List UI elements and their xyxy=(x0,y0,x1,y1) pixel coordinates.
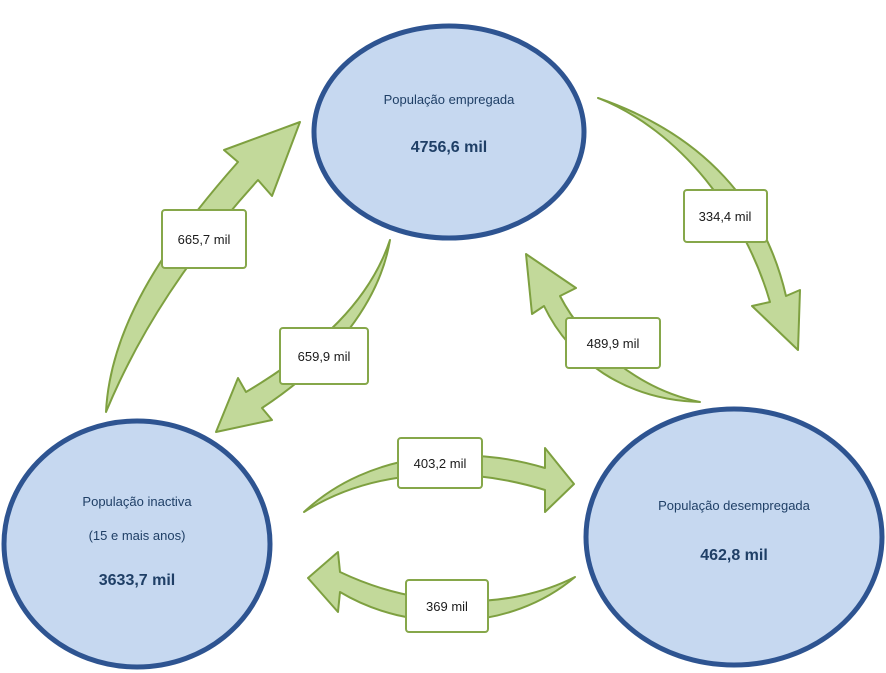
node-unemployed-title: População desempregada xyxy=(658,498,811,513)
node-inactive-title: População inactiva xyxy=(82,494,192,509)
flow-label-unemployed-to-employed: 489,9 mil xyxy=(565,317,661,369)
flow-value-inactive-to-employed: 665,7 mil xyxy=(178,232,231,247)
flow-label-employed-to-inactive: 659,9 mil xyxy=(279,327,369,385)
arrow-inactive-to-unemployed xyxy=(303,447,575,513)
flow-label-inactive-to-employed: 665,7 mil xyxy=(161,209,247,269)
arrow-unemployed-to-employed xyxy=(525,253,701,403)
node-employed-value: 4756,6 mil xyxy=(411,139,488,156)
node-employed: População empregada 4756,6 mil xyxy=(311,23,587,241)
arrow-unemployed-to-inactive xyxy=(307,551,576,623)
node-inactive: População inactiva (15 e mais anos) 3633… xyxy=(1,418,273,670)
flow-value-unemployed-to-inactive: 369 mil xyxy=(426,599,468,614)
flow-value-inactive-to-unemployed: 403,2 mil xyxy=(414,456,467,471)
node-inactive-value: 3633,7 mil xyxy=(99,572,176,589)
node-unemployed-value: 462,8 mil xyxy=(700,547,768,564)
flow-label-unemployed-to-inactive: 369 mil xyxy=(405,579,489,633)
flow-label-employed-to-unemployed: 334,4 mil xyxy=(683,189,768,243)
node-unemployed: População desempregada 462,8 mil xyxy=(583,406,885,668)
flow-value-unemployed-to-employed: 489,9 mil xyxy=(587,336,640,351)
arrow-inactive-to-employed xyxy=(105,121,301,413)
node-inactive-subtitle: (15 e mais anos) xyxy=(89,528,186,543)
node-employed-title: População empregada xyxy=(384,92,516,107)
arrow-employed-to-unemployed xyxy=(597,97,801,351)
arrow-employed-to-inactive xyxy=(215,239,391,433)
flow-label-inactive-to-unemployed: 403,2 mil xyxy=(397,437,483,489)
flow-value-employed-to-unemployed: 334,4 mil xyxy=(699,209,752,224)
flow-value-employed-to-inactive: 659,9 mil xyxy=(298,349,351,364)
